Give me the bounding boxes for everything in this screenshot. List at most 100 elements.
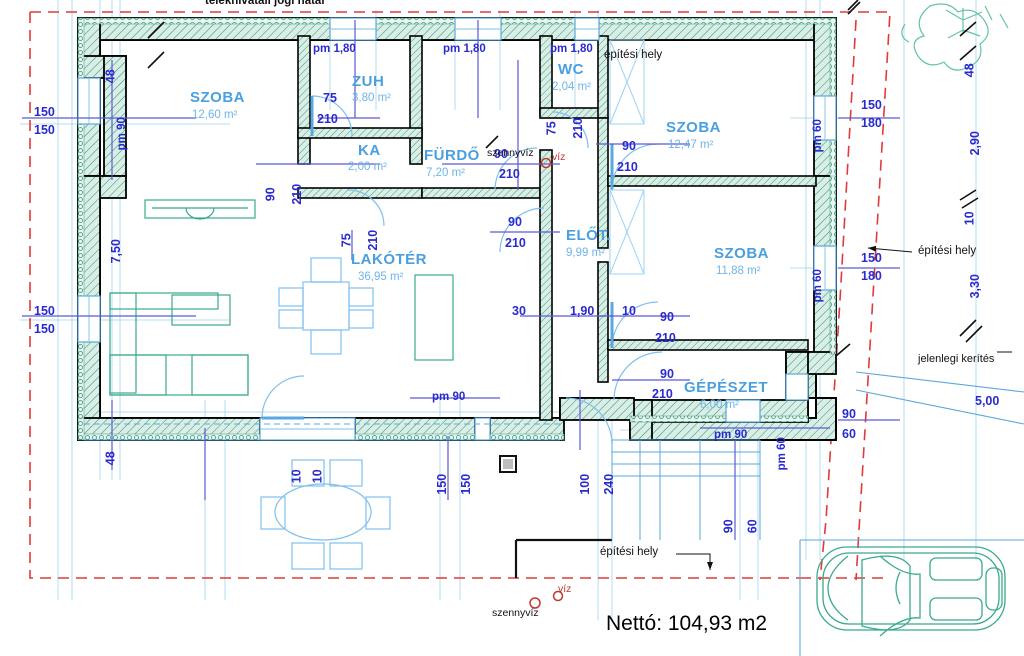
floor-drain-symbol	[499, 455, 517, 473]
entry-steps	[611, 439, 761, 540]
window-label-zuh-top: pm 1,80	[443, 43, 486, 55]
room-area-elot: 9,99 m²	[566, 247, 605, 259]
furniture-terrace	[260, 459, 391, 570]
furniture-dining-indoor	[278, 257, 374, 355]
door-width-zuh: 75	[323, 91, 337, 105]
dim-farright-48: 48	[962, 63, 977, 78]
door-height-zuh: 210	[317, 112, 338, 126]
plumbing-label-szennyviz-inner: szennyvíz	[487, 147, 534, 159]
net-area-title: Nettó: 104,93 m2	[606, 612, 768, 635]
dim-bottom-60b: 60	[745, 519, 760, 534]
dimension-ticks	[147, 0, 983, 357]
dim-left-750: 7,50	[108, 239, 123, 264]
dimension-lines	[22, 20, 900, 540]
window-label-bottom: pm 90	[432, 391, 466, 403]
dim-right-60: 60	[842, 427, 856, 441]
door-width-szoba2: 90	[622, 139, 636, 153]
dim-bottom-150b: 150	[459, 473, 474, 495]
car-symbol	[816, 546, 1006, 637]
door-height-szoba2: 210	[617, 160, 638, 174]
leader-lines	[676, 245, 913, 570]
dim-bottom-10a: 10	[289, 469, 304, 484]
door-height-ka: 210	[366, 229, 381, 251]
window-label-right-2: pm 60	[811, 269, 824, 303]
room-area-gepeszet: 6,00 m²	[700, 399, 739, 411]
dim-interior-30: 30	[512, 304, 526, 318]
door-height-wc: 210	[571, 117, 586, 139]
interior-walls	[297, 35, 817, 421]
door-width-szoba3: 90	[660, 310, 674, 324]
door-height-szoba3: 210	[655, 331, 676, 345]
property-boundary-line	[29, 11, 891, 581]
window-glazing-lines	[88, 28, 826, 430]
tree-symbol	[901, 3, 1009, 71]
dim-right-180b: 180	[861, 269, 882, 283]
dim-left-48: 48	[103, 69, 118, 84]
window-label-left-1: pm 90	[115, 117, 128, 151]
dim-interior-190: 1,90	[570, 304, 595, 318]
terrace-outline	[84, 423, 612, 578]
dim-farright-10: 10	[962, 211, 977, 226]
window-symbol	[609, 39, 645, 275]
door-height-szoba1: 210	[290, 183, 305, 205]
door-width-furdo: 90	[494, 147, 508, 161]
room-label-lakoter: LAKÓTÉR	[351, 251, 427, 268]
window-label-gep-2: pm 60	[775, 437, 788, 471]
dim-left-150a: 150	[34, 105, 55, 119]
room-label-ka: KA	[358, 142, 381, 159]
room-label-furdo: FÜRDŐ	[424, 147, 480, 164]
dim-farright-290: 2,90	[967, 131, 982, 156]
door-width-ka: 75	[339, 233, 354, 248]
dim-left-150b: 150	[34, 123, 55, 137]
door-height-furdo: 210	[499, 167, 520, 181]
annotation-epitesi-hely-bottom: építési hely	[600, 546, 659, 558]
door-height-gepeszet: 210	[652, 387, 673, 401]
furniture-green	[109, 199, 454, 396]
plumbing-label-szennyviz-outer: szennyvíz	[492, 607, 539, 619]
dim-right-90: 90	[842, 407, 856, 421]
room-label-elot: ELŐT.	[566, 227, 612, 244]
window-label-wc-top: pm 1,80	[550, 43, 593, 55]
door-height-elot: 210	[505, 236, 526, 250]
room-area-szoba3: 11,88 m²	[716, 265, 761, 277]
dim-farright-500: 5,00	[975, 394, 1000, 408]
site-lines	[799, 371, 1024, 656]
room-label-zuh: ZUH	[352, 73, 385, 90]
room-area-zuh: 3,80 m²	[352, 92, 391, 104]
dim-bottom-150a: 150	[435, 473, 450, 495]
dim-bottom-100: 100	[578, 473, 593, 495]
dim-bottom-10b: 10	[310, 469, 325, 484]
dim-right-180a: 180	[861, 116, 882, 130]
annotation-jelenlegi-kerites: jelenlegi kerítés	[918, 353, 995, 365]
door-width-gepeszet: 90	[660, 367, 674, 381]
plumbing-label-viz-inner: víz	[552, 151, 566, 163]
dim-interior-10: 10	[622, 304, 636, 318]
dim-bottom-90a: 90	[721, 519, 736, 534]
dim-left-150c: 150	[34, 304, 55, 318]
top-boundary-note: telekhivatali jogi határ	[205, 0, 326, 7]
dim-right-150a: 150	[861, 98, 882, 112]
room-label-szoba2: SZOBA	[666, 119, 721, 136]
annotation-epitesi-hely-top: építési hely	[604, 49, 663, 61]
door-width-szoba1: 90	[263, 187, 278, 202]
room-label-wc: WC	[558, 61, 584, 78]
window-label-gep-1: pm 90	[714, 429, 748, 441]
plumbing-label-viz-outer: víz	[558, 583, 572, 595]
room-label-gepeszet: GÉPÉSZET	[684, 379, 769, 396]
room-area-szoba1: 12,60 m²	[192, 109, 238, 121]
room-label-szoba1: SZOBA	[190, 89, 245, 106]
plumbing-markers	[529, 157, 564, 609]
room-area-lakoter: 36,95 m²	[358, 271, 404, 283]
dim-bottom-240: 240	[602, 473, 617, 495]
room-area-furdo: 7,20 m²	[426, 167, 465, 179]
dim-farright-330: 3,30	[967, 274, 982, 299]
dim-right-150b: 150	[861, 251, 882, 265]
door-width-elot: 90	[508, 215, 522, 229]
room-area-szoba2: 12,47 m²	[668, 139, 714, 151]
dim-left-150d: 150	[34, 322, 55, 336]
dim-left-48b: 48	[103, 451, 118, 466]
room-area-ka: 2,00 m²	[348, 161, 387, 173]
room-area-wc: 2,04 m²	[552, 81, 591, 93]
